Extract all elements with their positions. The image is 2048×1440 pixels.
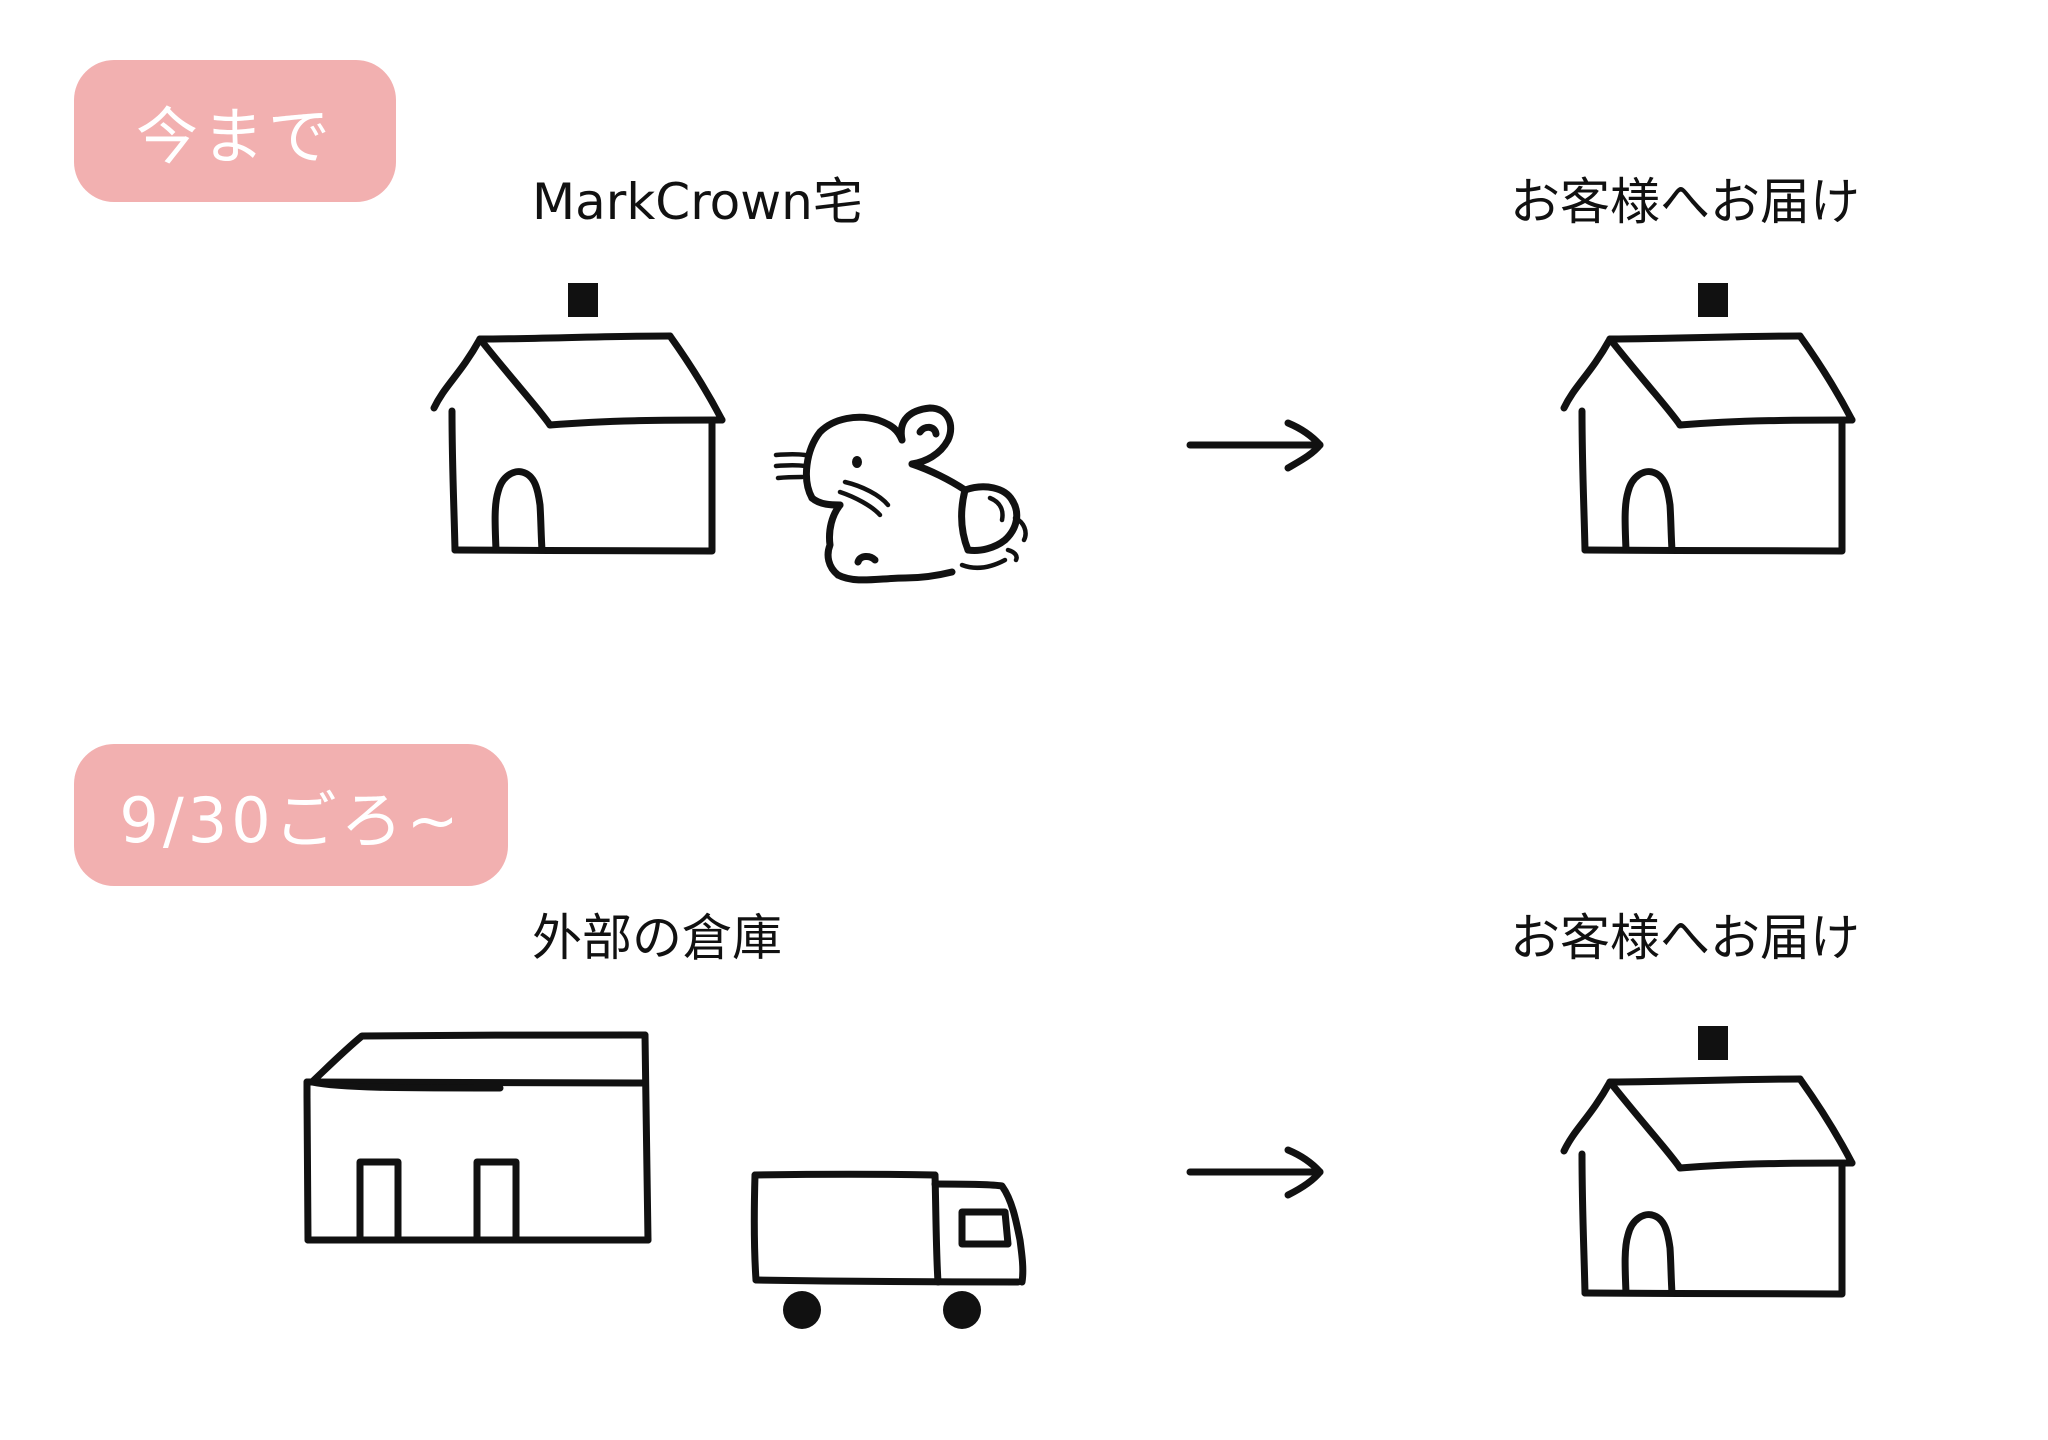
house-icon xyxy=(1564,283,1852,551)
badge-before: 今まで xyxy=(74,60,396,202)
warehouse-icon xyxy=(303,1031,652,1244)
label-warehouse: 外部の倉庫 xyxy=(532,909,782,967)
house-icon xyxy=(1564,1026,1852,1294)
house-icon xyxy=(434,283,722,551)
label-markcrown-home: MarkCrown宅 xyxy=(532,173,863,231)
label-destination-before: お客様へお届け xyxy=(1510,173,1860,231)
badge-after: 9/30ごろ~ xyxy=(74,744,508,886)
label-destination-after: お客様へお届け xyxy=(1510,909,1860,967)
chinchilla-icon xyxy=(773,404,1028,584)
truck-icon xyxy=(750,1170,1027,1329)
arrow-right-icon xyxy=(1186,1146,1324,1199)
arrow-right-icon xyxy=(1186,419,1324,472)
